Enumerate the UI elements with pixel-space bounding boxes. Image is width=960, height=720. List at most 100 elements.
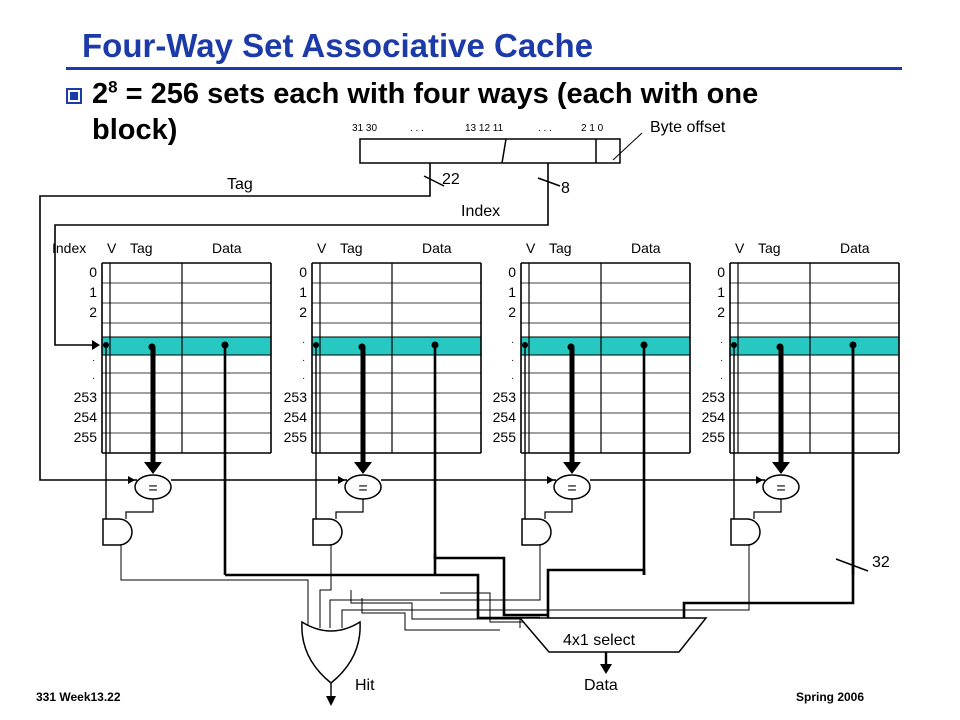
set-index-label: 255 xyxy=(493,429,517,445)
and-gate xyxy=(102,518,133,546)
or-gate xyxy=(301,620,361,684)
addr-bits-right: 2 1 0 xyxy=(581,123,604,134)
header-valid: V xyxy=(107,240,117,256)
set-index-label: 255 xyxy=(74,429,98,445)
tag-bus xyxy=(39,163,431,481)
comparator-symbol: = xyxy=(567,480,576,497)
header-index: Index xyxy=(52,240,86,256)
set-index-dots: . xyxy=(302,371,305,382)
header-valid: V xyxy=(526,240,536,256)
set-index-label: 253 xyxy=(702,389,726,405)
set-index-label: 2 xyxy=(299,304,307,320)
mux-label: 4x1 select xyxy=(563,632,636,649)
set-index-label: 254 xyxy=(74,409,98,425)
data-way3-to-mux xyxy=(546,568,646,618)
set-index-dots: . xyxy=(511,371,514,382)
selected-set-row xyxy=(520,336,691,356)
set-index-dots: . xyxy=(720,335,723,346)
set-index-label: 254 xyxy=(493,409,517,425)
header-data: Data xyxy=(631,240,661,256)
bullet-text: 28 = 256 sets each with four ways (each … xyxy=(92,76,852,148)
select-line-2 xyxy=(361,598,500,631)
header-data: Data xyxy=(840,240,870,256)
set-index-label: 255 xyxy=(284,429,308,445)
addr-bits-mid: 13 12 11 xyxy=(465,123,504,134)
set-index-dots: . xyxy=(511,353,514,364)
select-line-1 xyxy=(350,590,521,628)
footer-term: Spring 2006 xyxy=(796,690,865,704)
set-index-label: 0 xyxy=(89,264,97,280)
index-label: Index xyxy=(461,203,500,220)
header-tag: Tag xyxy=(130,240,153,256)
selected-set-row xyxy=(729,336,900,356)
header-valid: V xyxy=(317,240,327,256)
power-exponent: 8 xyxy=(108,77,118,97)
header-data: Data xyxy=(212,240,242,256)
set-index-dots: . xyxy=(302,353,305,364)
comparator-arrowhead xyxy=(354,462,372,474)
comparator-to-and xyxy=(125,499,154,519)
data-width-tick xyxy=(835,558,869,572)
data-width-label: 32 xyxy=(872,554,890,571)
hit-data-wiring xyxy=(120,345,869,706)
bullet-line-2: block) xyxy=(92,114,178,146)
set-index-dots: . xyxy=(511,335,514,346)
header-tag: Tag xyxy=(549,240,572,256)
index-bus xyxy=(54,163,549,346)
data-way4-to-mux xyxy=(682,345,855,618)
data-way1-to-mux xyxy=(225,573,540,620)
set-index-label: 253 xyxy=(493,389,517,405)
mux-4x1 xyxy=(518,617,708,653)
selected-set-row xyxy=(101,336,272,356)
index-width-tick xyxy=(537,177,561,187)
selected-set-row xyxy=(311,336,482,356)
hit-label: Hit xyxy=(355,677,375,694)
index-arrowhead xyxy=(92,340,100,350)
set-index-dots: . xyxy=(92,371,95,382)
comparator-to-and xyxy=(544,499,573,519)
comparator-symbol: = xyxy=(776,480,785,497)
addr-bits-left: 31 30 xyxy=(352,123,377,134)
set-index-label: 254 xyxy=(284,409,308,425)
comparator-arrowhead xyxy=(563,462,581,474)
set-index-label: 1 xyxy=(299,284,307,300)
tag-width-label: 22 xyxy=(442,171,460,188)
comparator-arrowhead xyxy=(144,462,162,474)
set-index-label: 0 xyxy=(508,264,516,280)
and-gate xyxy=(521,518,552,546)
set-index-label: 1 xyxy=(89,284,97,300)
power-base: 2 xyxy=(92,78,109,110)
comparator-to-and xyxy=(335,499,364,519)
address-box xyxy=(359,138,621,164)
title-underline xyxy=(66,67,902,70)
comparator-to-and xyxy=(753,499,782,519)
comparator-symbol: = xyxy=(358,480,367,497)
tag-label: Tag xyxy=(227,176,253,193)
header-data: Data xyxy=(422,240,452,256)
set-index-label: 255 xyxy=(702,429,726,445)
index-width-label: 8 xyxy=(561,180,570,197)
set-index-label: 1 xyxy=(508,284,516,300)
header-tag: Tag xyxy=(340,240,363,256)
hit-output-arrowhead xyxy=(326,696,336,706)
set-index-label: 253 xyxy=(74,389,98,405)
set-index-dots: . xyxy=(92,353,95,364)
set-index-dots: . xyxy=(92,335,95,346)
set-index-label: 0 xyxy=(299,264,307,280)
header-valid: V xyxy=(735,240,745,256)
and-to-or-4 xyxy=(341,545,750,628)
and-to-or-1 xyxy=(120,545,309,628)
slide-title: Four-Way Set Associative Cache xyxy=(82,27,594,64)
and-to-or-2 xyxy=(319,545,332,628)
set-index-label: 254 xyxy=(702,409,726,425)
set-index-dots: . xyxy=(302,335,305,346)
bullet-icon xyxy=(66,88,82,104)
addr-dots-1: . . . xyxy=(410,123,424,134)
cache-ways: Index V Tag Data 0 1 2... 253 254 255 = V Tag Data 0 1 2… xyxy=(52,240,900,575)
and-gate xyxy=(312,518,343,546)
data-output-arrowhead xyxy=(600,664,612,674)
